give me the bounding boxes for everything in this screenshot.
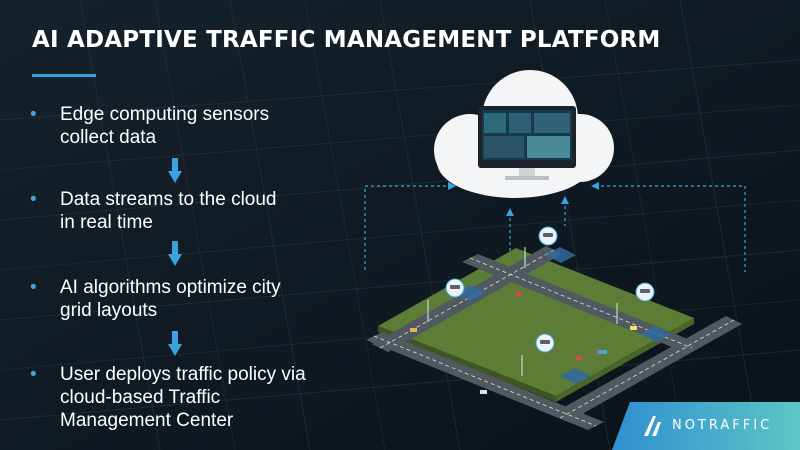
bullet-line: AI algorithms optimize city — [60, 277, 281, 298]
bullet-dot: • — [30, 104, 37, 125]
bullet-dot: • — [30, 189, 37, 210]
bullet-line: in real time — [60, 212, 153, 233]
title-underline — [32, 74, 96, 77]
bullet-dot: • — [30, 364, 37, 385]
bullet-line: Data streams to the cloud — [60, 189, 277, 210]
slide-title: AI ADAPTIVE TRAFFIC MANAGEMENT PLATFORM — [32, 27, 661, 53]
light-poles — [427, 247, 618, 376]
down-arrow-icon — [168, 331, 182, 356]
bullet-line: Management Center — [60, 410, 234, 431]
data-flow-arrowheads — [448, 182, 599, 216]
down-arrow-icon — [168, 241, 182, 266]
logo-text: NOTRAFFIC — [672, 418, 773, 433]
data-flow-lines — [364, 185, 746, 272]
traffic-platform-illustration — [364, 70, 746, 430]
sensor-icon — [445, 278, 465, 298]
bullet-dot: • — [30, 277, 37, 298]
monitor-icon — [478, 106, 576, 180]
bullet-line: cloud-based Traffic — [60, 387, 221, 408]
bullet-line: grid layouts — [60, 300, 158, 321]
notraffic-logo: NOTRAFFIC — [612, 402, 800, 450]
notraffic-logo-icon — [644, 416, 661, 436]
bullet-line: Edge computing sensors — [60, 104, 270, 125]
bullet-line: collect data — [60, 127, 157, 148]
sensor-icon — [535, 333, 555, 353]
down-arrow-icon — [168, 158, 182, 183]
sensor-icon — [538, 226, 558, 246]
bullet-line: User deploys traffic policy via — [60, 364, 306, 385]
sensor-icon — [635, 282, 655, 302]
logo-background — [612, 402, 800, 450]
